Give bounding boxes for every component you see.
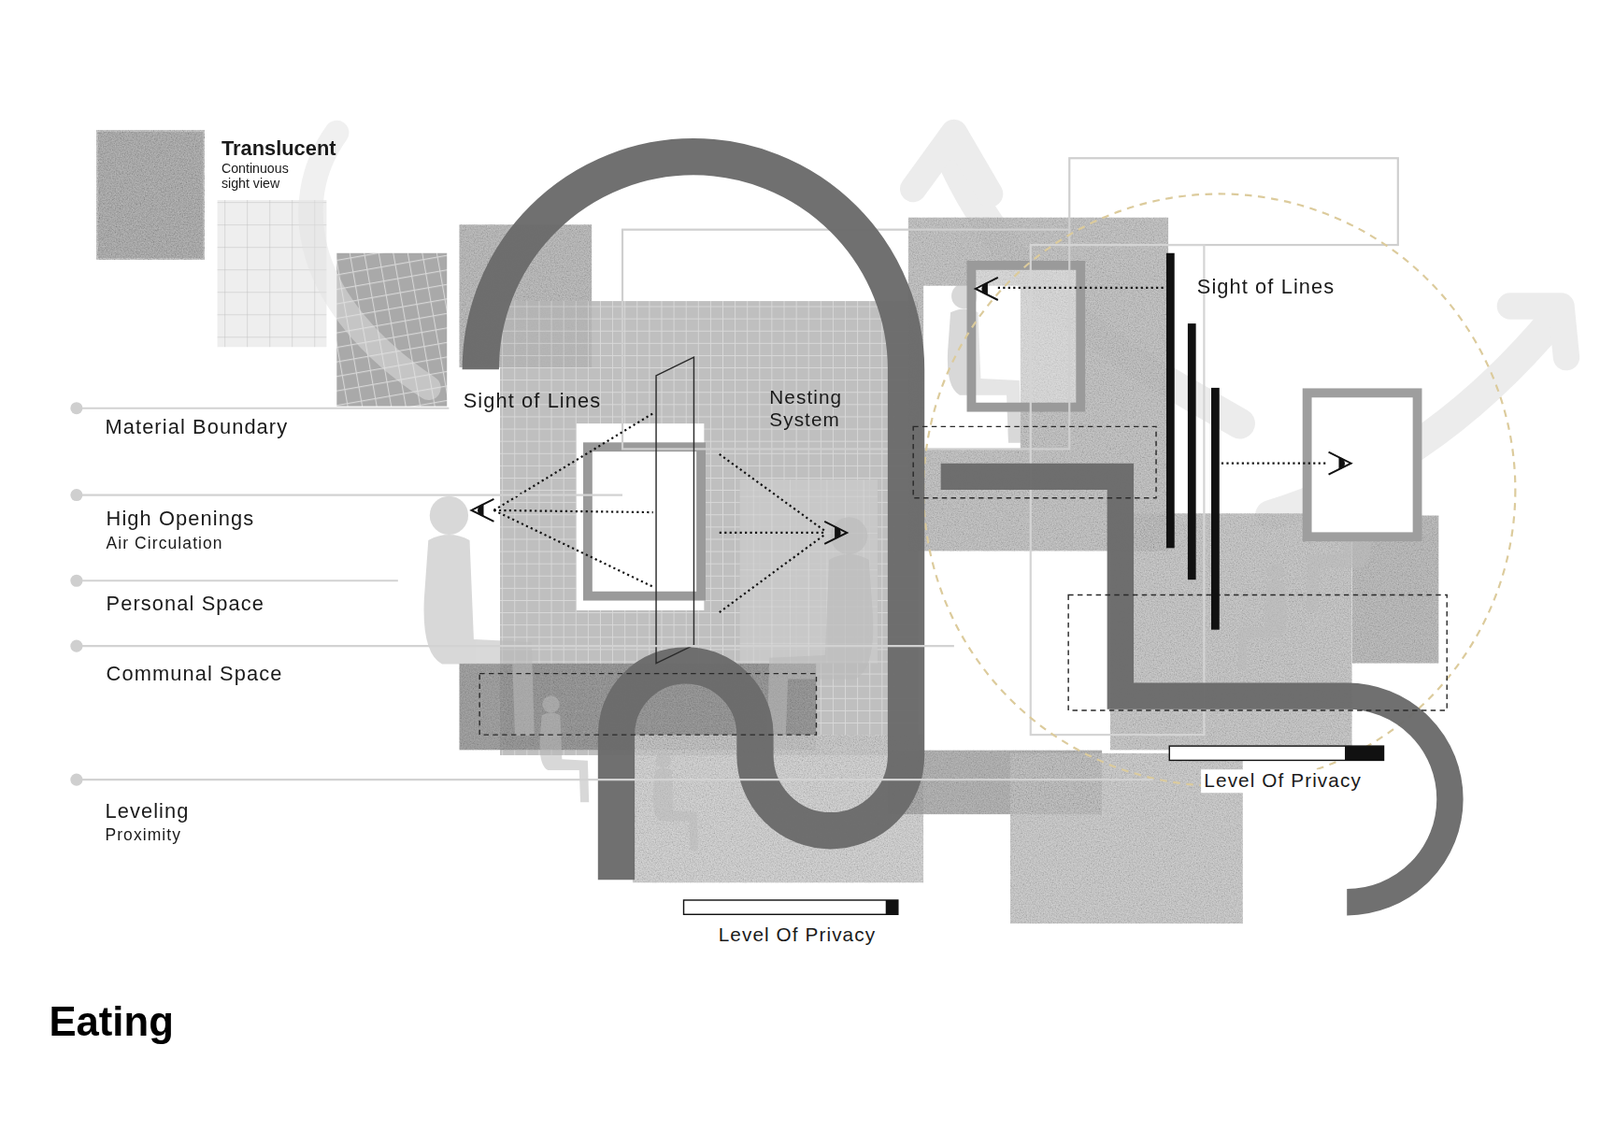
translucent-plane xyxy=(656,357,694,664)
leader-line xyxy=(76,407,450,410)
eye-symbol xyxy=(975,277,999,300)
head xyxy=(542,695,559,713)
sight-line xyxy=(998,286,1167,289)
sight-line xyxy=(719,531,825,534)
leader-dot xyxy=(70,773,83,786)
annotation-label: Personal Space xyxy=(106,591,265,615)
window-opening xyxy=(576,423,704,611)
eye-pupil xyxy=(834,526,842,539)
material-plane xyxy=(1110,513,1353,750)
head xyxy=(429,496,469,535)
privacy-bar xyxy=(1169,745,1384,760)
person-silhouette xyxy=(424,496,535,736)
leader-line xyxy=(76,579,399,582)
movement-arrow xyxy=(310,132,429,388)
scale-label: Level Of Privacy xyxy=(1200,769,1365,792)
annotation-label: Translucent xyxy=(221,136,337,160)
leader-line xyxy=(76,644,955,647)
leader-dot xyxy=(70,401,83,415)
window-frame xyxy=(1307,392,1418,537)
annotation-label: High Openings xyxy=(106,507,256,531)
body xyxy=(1237,580,1287,671)
leader-dot xyxy=(70,488,83,501)
person-silhouette xyxy=(766,516,873,748)
annotation-label: Leveling xyxy=(104,799,189,823)
eye-symbol xyxy=(1328,452,1352,475)
annotation-label: Sight of Lines xyxy=(1197,275,1336,300)
person-silhouette xyxy=(1237,562,1287,670)
zone-outline xyxy=(1068,595,1447,711)
annotation-label: Material Boundary xyxy=(104,414,288,439)
privacy-level xyxy=(885,900,899,915)
screen-bar xyxy=(1211,387,1220,630)
sight-line xyxy=(719,534,825,613)
window-frame xyxy=(587,446,701,596)
annotation-label: Proximity xyxy=(104,825,182,844)
nesting-wall xyxy=(480,157,906,880)
window-frame xyxy=(971,265,1081,408)
eye-outline xyxy=(975,277,999,300)
annotation-label: Sight of Lines xyxy=(463,388,602,413)
outline-frame xyxy=(1069,157,1399,245)
sight-line xyxy=(493,510,653,513)
leader-line xyxy=(76,778,1154,781)
eye-outline xyxy=(824,521,847,544)
annotation-label: Air Circulation xyxy=(106,534,224,554)
body xyxy=(766,554,873,748)
eye-outline xyxy=(1328,452,1352,475)
head xyxy=(1267,562,1285,580)
zone-outline xyxy=(479,673,816,736)
screen-bar xyxy=(1187,323,1197,580)
privacy-level xyxy=(1344,745,1384,760)
eye-symbol xyxy=(824,521,847,544)
body xyxy=(540,713,590,803)
person-silhouette xyxy=(653,752,699,850)
annotation-label: Continuous sight view xyxy=(221,161,309,193)
outline-frame xyxy=(622,229,1070,450)
leader-dot xyxy=(70,640,83,653)
eye-pupil xyxy=(477,503,485,516)
arrow-head xyxy=(1510,306,1567,358)
person-silhouette xyxy=(540,695,590,802)
eye-pupil xyxy=(1338,457,1345,470)
privacy-bar xyxy=(684,900,899,915)
scale-label: Level Of Privacy xyxy=(714,923,879,946)
page-title: Eating xyxy=(48,998,173,1045)
sight-line xyxy=(719,454,825,531)
arrow-head xyxy=(913,132,990,195)
zone-outline xyxy=(913,426,1157,498)
leader-dot xyxy=(70,574,83,587)
head xyxy=(830,516,869,555)
sight-line xyxy=(493,510,653,587)
eye-outline xyxy=(471,499,494,522)
head xyxy=(655,752,672,769)
eye-pupil xyxy=(981,282,988,295)
eye-symbol xyxy=(471,499,494,522)
leader-line xyxy=(76,493,623,496)
annotation-label: Nesting System xyxy=(769,386,872,432)
screen-bar xyxy=(1166,253,1175,549)
sight-line xyxy=(1221,462,1329,465)
material-swatch xyxy=(97,130,205,260)
annotation-label: Communal Space xyxy=(106,662,284,686)
